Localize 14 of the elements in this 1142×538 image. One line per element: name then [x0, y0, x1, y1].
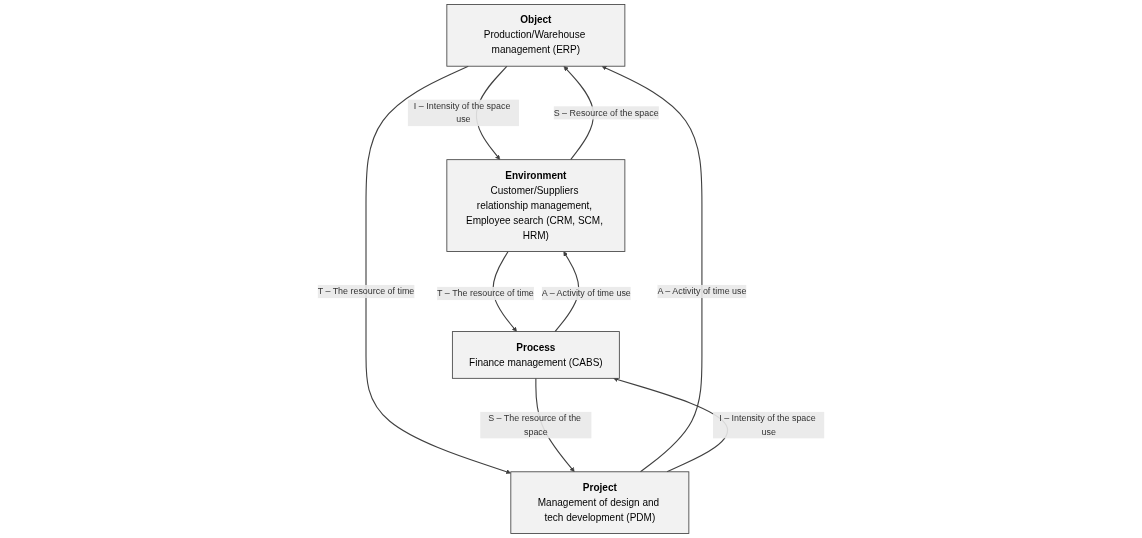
node-box: Process Finance management (CABS)	[451, 331, 620, 379]
node-box: Object Production/Warehouse management (ERP)	[446, 4, 626, 67]
arrow	[601, 65, 703, 473]
node-box: Environment Customer/Suppliers relationship management, Employee search (CRM, SCM, HRM)	[446, 159, 626, 252]
edge-label: A – Activity of time use	[541, 288, 631, 298]
edge-label: S – The resource of the space	[488, 413, 582, 437]
edge-label: I – Intensity of the space use	[413, 101, 511, 125]
arrow	[563, 66, 594, 161]
edge-label: T – The resource of time	[437, 288, 534, 298]
edge-label: T – The resource of time	[317, 286, 415, 296]
edge-label: A – Activity of time use	[657, 286, 747, 296]
edge-label: I – Intensity of the space use	[719, 413, 816, 437]
edge-label: S – Resource of the space	[553, 107, 659, 118]
node-box: Project Management of design and tech development (PDM)	[510, 471, 690, 534]
